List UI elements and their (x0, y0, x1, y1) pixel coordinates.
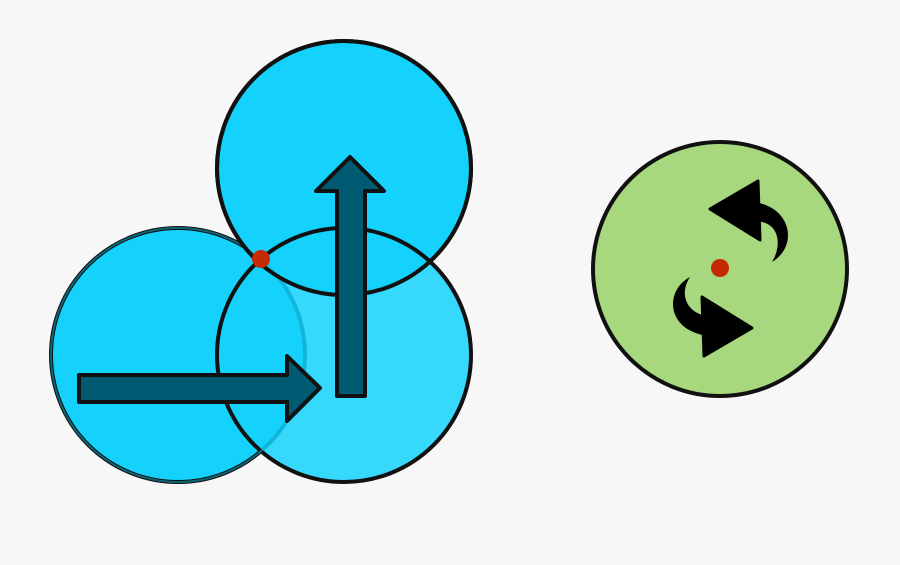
up-arrow-icon (314, 155, 386, 398)
rotate-top-arrow-icon (708, 179, 789, 262)
pivot-dot (252, 250, 270, 268)
translation-group (49, 39, 473, 484)
right-arrow-icon (77, 354, 322, 423)
rotate-bottom-arrow-icon (673, 277, 754, 358)
rotation-group (591, 140, 849, 398)
rotation-center-dot (711, 259, 729, 277)
left-circle-ghost-outline (50, 227, 306, 483)
